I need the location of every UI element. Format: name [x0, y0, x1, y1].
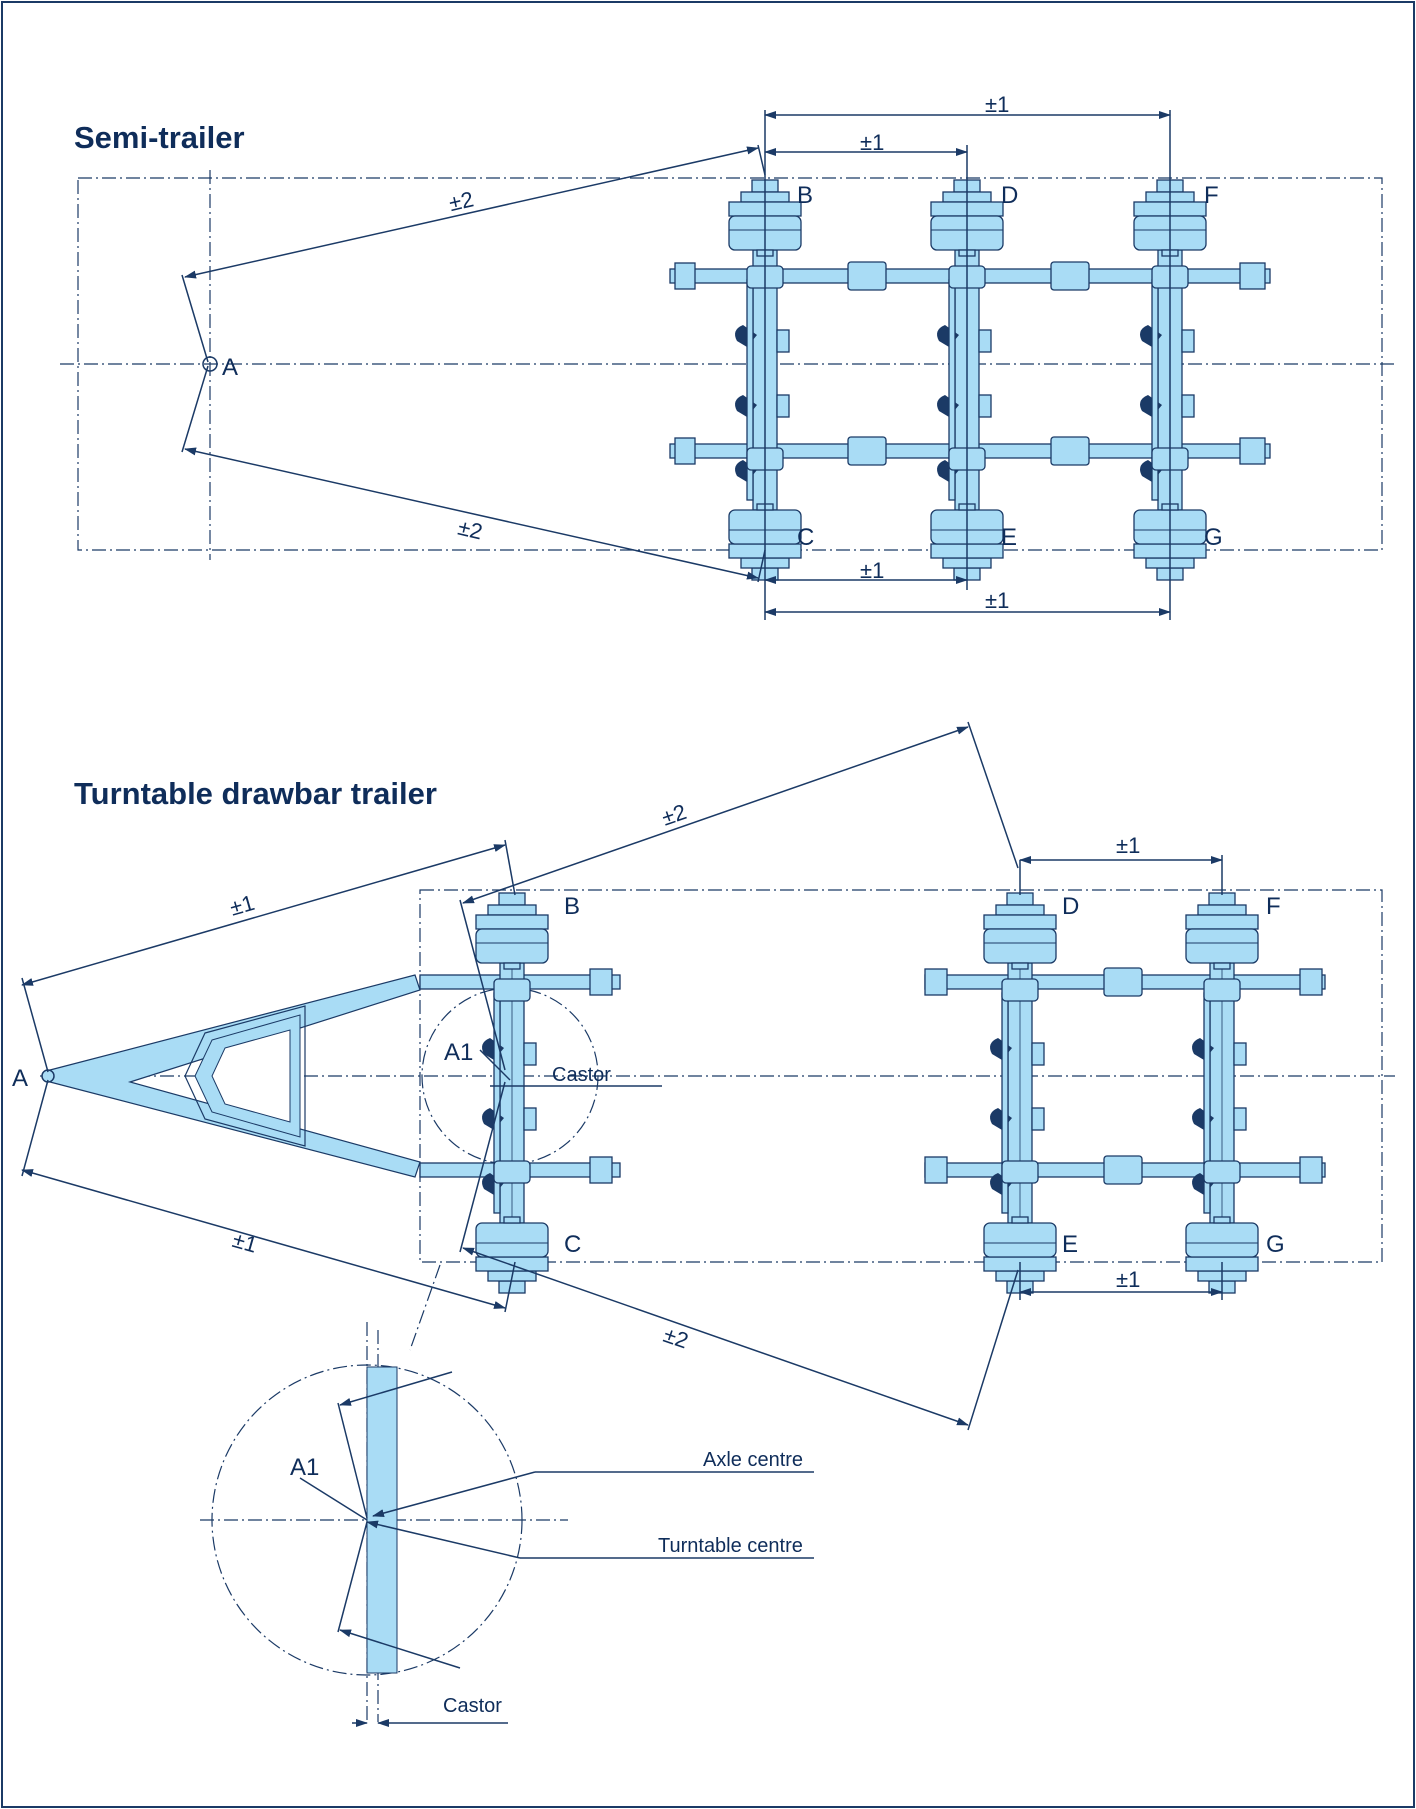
turntable-trailer-title: Turntable drawbar trailer	[74, 776, 437, 811]
point-label-d: D	[1001, 182, 1018, 209]
point-label-e: E	[1062, 1231, 1078, 1258]
point-label-b: B	[797, 182, 813, 209]
point-label-c: C	[797, 524, 814, 551]
dim-label: ±1	[1116, 1267, 1140, 1292]
point-label-g: G	[1204, 524, 1223, 551]
dim-label: ±1	[860, 558, 884, 583]
dim-label: ±1	[227, 890, 257, 921]
point-label-f: F	[1204, 182, 1219, 209]
detail-a1-label: A1	[290, 1454, 319, 1481]
dim-label: ±1	[230, 1227, 260, 1258]
detail-castor-label: Castor	[443, 1695, 502, 1717]
point-label-a: A	[222, 354, 238, 381]
point-label-g: G	[1266, 1231, 1285, 1258]
dim-label: ±2	[456, 515, 485, 545]
point-label-a: A	[12, 1065, 28, 1092]
dim-label: ±1	[860, 130, 884, 155]
point-label-b: B	[564, 893, 580, 920]
dim-label: ±1	[985, 588, 1009, 613]
front-axle-unit	[476, 893, 548, 1293]
dim-label: ±1	[1116, 833, 1140, 858]
rear-axle-unit-1	[984, 893, 1056, 1293]
point-label-d: D	[1062, 893, 1079, 920]
turntable-centre-label: Turntable centre	[658, 1535, 803, 1557]
semi-trailer-drawing: ±1 ±1 ±1 ±1 ±2 ±2 A B C D E F G	[60, 92, 1398, 620]
dim-label: ±1	[985, 92, 1009, 117]
point-label-a1: A1	[444, 1039, 473, 1066]
castor-label: Castor	[552, 1064, 611, 1086]
point-label-e: E	[1001, 524, 1017, 551]
castor-detail: A1 Axle centre Turntable centre Castor	[200, 1264, 814, 1727]
drawbar	[41, 974, 421, 1178]
point-label-c: C	[564, 1231, 581, 1258]
axle-centre-label: Axle centre	[703, 1449, 803, 1471]
turntable-trailer-drawing: ±1 ±1 ±2 ±2 ±1 ±1 Castor A A1 B C D E F …	[12, 721, 1395, 1431]
semi-trailer-title: Semi-trailer	[74, 120, 245, 155]
point-label-f: F	[1266, 893, 1281, 920]
dim-label: ±2	[447, 186, 476, 216]
rear-axle-unit-2	[1186, 893, 1258, 1293]
